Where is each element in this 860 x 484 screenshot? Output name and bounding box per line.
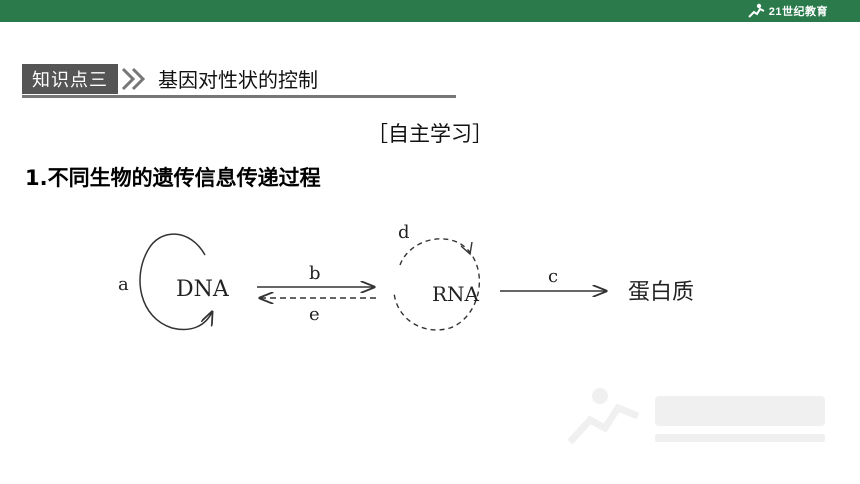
section-title: 基因对性状的控制 [158,68,318,92]
runner-icon [748,3,765,18]
section-header: 知识点三 基因对性状的控制 [22,62,456,98]
loop-a [139,233,212,331]
label-b: b [309,263,321,284]
label-c: c [548,266,558,287]
node-rna: RNA [432,282,480,306]
node-dna: DNA [176,277,230,302]
watermark-logo [567,388,825,445]
section-tag: 知识点三 [22,64,118,94]
brand-logo: 21世纪教育 [746,2,828,20]
study-label: ［自主学习］ [367,122,493,146]
double-chevron-icon [121,67,146,91]
loop-d-arrowhead [460,241,473,256]
logo-text: 21世纪教育 [768,6,828,18]
loop-d [393,238,481,331]
label-e: e [309,304,320,325]
node-protein: 蛋白质 [628,280,694,305]
label-a: a [118,274,129,295]
section-underline [22,95,456,98]
heading: 1.不同生物的遗传信息传递过程 [25,166,321,190]
label-d: d [398,222,410,243]
top-bar: 21世纪教育 [0,0,860,22]
